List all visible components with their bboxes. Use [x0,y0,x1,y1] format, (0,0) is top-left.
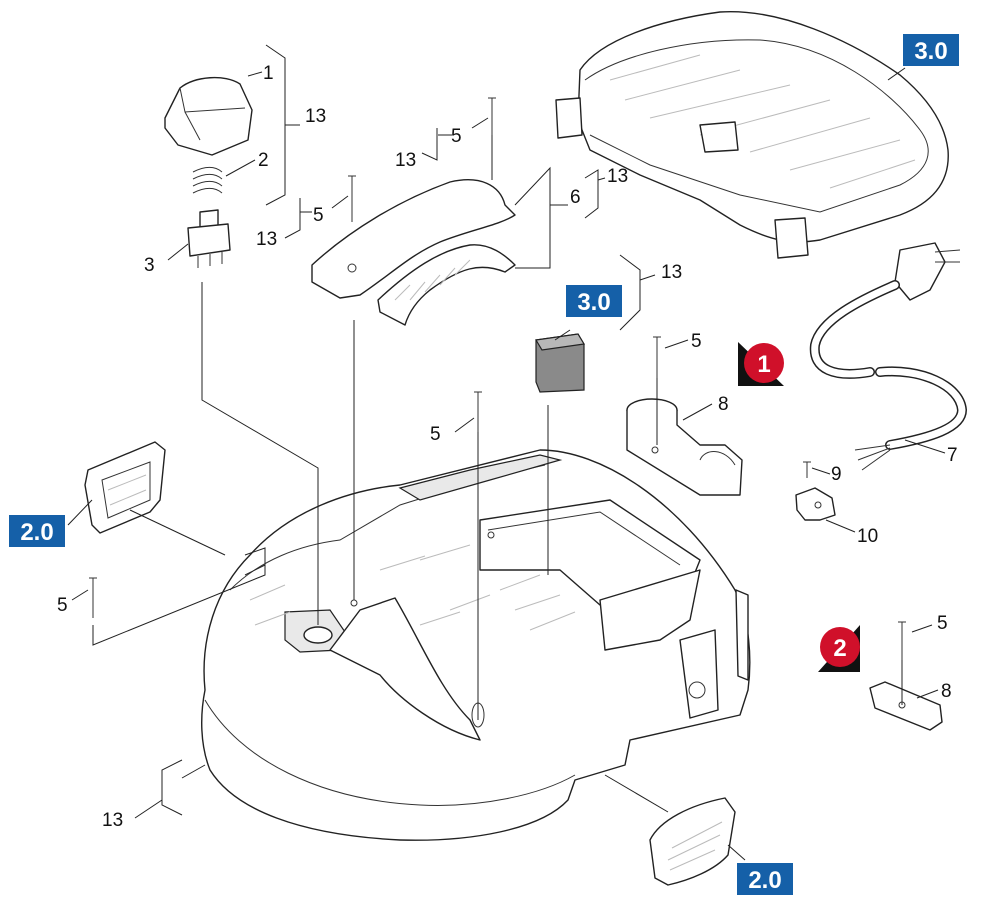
variant-circle [744,343,784,383]
badge-label: 2.0 [20,519,53,546]
label-part-5-a: 5 [451,126,462,147]
handle-lower [377,244,516,326]
label-part-5-f: 5 [937,613,948,634]
badge-label: 3.0 [914,38,947,65]
side-panel-left [84,441,166,534]
part-labels: 1 2 3 13 13 13 13 13 13 5 5 5 5 5 5 6 7 … [57,63,958,831]
label-part-8-b: 8 [941,681,952,702]
label-part-13-b: 13 [395,150,416,171]
label-part-13-a: 13 [305,106,326,127]
badge-bg [903,34,959,66]
label-part-13-d: 13 [607,166,628,187]
switch-knob [164,76,253,156]
reference-badge-bottom[interactable]: 2.0 [737,863,793,895]
reference-badge-top-right[interactable]: 3.0 [903,34,959,66]
screws [89,97,906,660]
label-part-3: 3 [144,255,155,276]
label-part-2: 2 [258,150,269,171]
label-part-1: 1 [263,63,274,84]
spring [192,167,223,194]
variant-label: 1 [757,351,770,378]
label-part-8-a: 8 [718,394,729,415]
side-panel-bottom [649,797,736,886]
variant-marker-2: 2 [818,625,860,672]
leader-lines [67,44,946,861]
label-part-6: 6 [570,187,581,208]
label-part-9: 9 [831,464,842,485]
variant-marker-1: 1 [738,342,784,386]
screw-9 [803,461,811,478]
cable-holder [626,398,743,496]
cable-clamp-8b [869,681,943,731]
badge-bg [737,863,793,895]
label-part-5-e: 5 [57,595,68,616]
badge-bg [9,515,65,547]
label-part-5-b: 5 [313,205,324,226]
badge-label: 3.0 [577,289,610,316]
label-part-13-f: 13 [102,810,123,831]
variant-label: 2 [833,635,846,662]
badge-bg [566,285,622,317]
reference-badge-center[interactable]: 3.0 [566,285,622,317]
label-part-13-e: 13 [661,262,682,283]
reference-badge-left[interactable]: 2.0 [9,515,65,547]
label-part-10: 10 [857,526,878,547]
base-housing [201,449,751,841]
label-part-5-c: 5 [691,331,702,352]
label-part-7: 7 [947,445,958,466]
variant-circle [820,627,860,667]
badge-label: 2.0 [748,867,781,894]
strain-relief-clip [795,487,836,521]
handle-upper [311,179,516,299]
label-part-5-d: 5 [430,424,441,445]
filter-block [535,333,585,393]
top-cover [555,10,949,259]
push-switch [187,209,231,268]
label-part-13-c: 13 [256,229,277,250]
power-cable [809,242,968,471]
